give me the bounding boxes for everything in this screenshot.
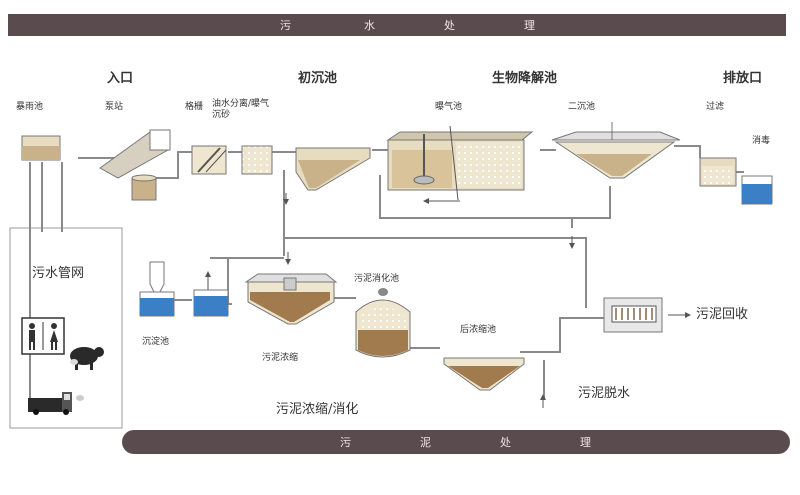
label-screen: 格栅: [185, 102, 204, 112]
top-banner-char-3: 处: [444, 19, 457, 32]
label-sludge-thickening: 污泥浓缩: [262, 353, 299, 363]
sludge-thickening-tank: [244, 273, 338, 325]
bottom-banner: 污 泥 处 理: [122, 430, 790, 454]
label-disinfection: 消毒: [752, 136, 771, 146]
post-thickener: [443, 357, 525, 391]
label-sludge-recovery: 污泥回收: [696, 307, 749, 322]
pump-station: [99, 129, 171, 201]
bottom-banner-char-3: 处: [500, 436, 513, 449]
storm-tank: [21, 135, 61, 161]
label-sludge-digester: 污泥消化池: [354, 274, 400, 284]
top-banner-char-2: 水: [364, 19, 377, 32]
label-storm-tank: 暴雨池: [16, 102, 44, 112]
label-inlet: 入口: [107, 71, 134, 86]
label-primary-clarifier: 初沉池: [298, 71, 338, 86]
label-sewer-network: 污水管网: [32, 266, 85, 281]
bottom-banner-char-2: 泥: [420, 436, 433, 449]
toilet-sign-icon: [21, 317, 65, 355]
primary-clarifier: [295, 147, 371, 191]
label-flocculation-tank: 沉淀池: [142, 337, 170, 347]
truck-icon: [28, 392, 84, 415]
cow-icon: [70, 347, 104, 370]
label-outlet: 排放口: [723, 71, 763, 86]
dewatering-press: [603, 297, 663, 333]
sludge-digester: [355, 288, 411, 358]
label-bio-tank: 生物降解池: [492, 71, 558, 86]
grit-chamber: [241, 145, 273, 175]
label-sludge-dewatering: 污泥脱水: [578, 386, 631, 401]
bottom-banner-char-1: 污: [340, 436, 353, 449]
disinfection-unit: [741, 175, 773, 205]
top-banner-char-1: 污: [280, 19, 293, 32]
top-banner: 污 水 处 理: [8, 14, 786, 36]
label-grit-chamber: 油水分离/曝气沉砂: [212, 99, 270, 120]
flocculation-tank: [139, 261, 229, 317]
bottom-banner-char-4: 理: [580, 436, 593, 449]
filtration-unit: [699, 157, 737, 187]
label-thickening-digestion: 污泥浓缩/消化: [276, 402, 359, 417]
label-aeration-tank: 曝气池: [435, 102, 463, 112]
label-post-thickener: 后浓缩池: [460, 325, 497, 335]
top-banner-char-4: 理: [524, 19, 537, 32]
bio-tank: [386, 125, 534, 201]
label-filtration: 过滤: [706, 102, 725, 112]
label-pump-station: 泵站: [105, 102, 124, 112]
sewer-network-box: [9, 227, 123, 429]
label-secondary-clarifier: 二沉池: [568, 102, 596, 112]
secondary-clarifier: [551, 122, 681, 179]
screen-unit: [191, 145, 227, 175]
